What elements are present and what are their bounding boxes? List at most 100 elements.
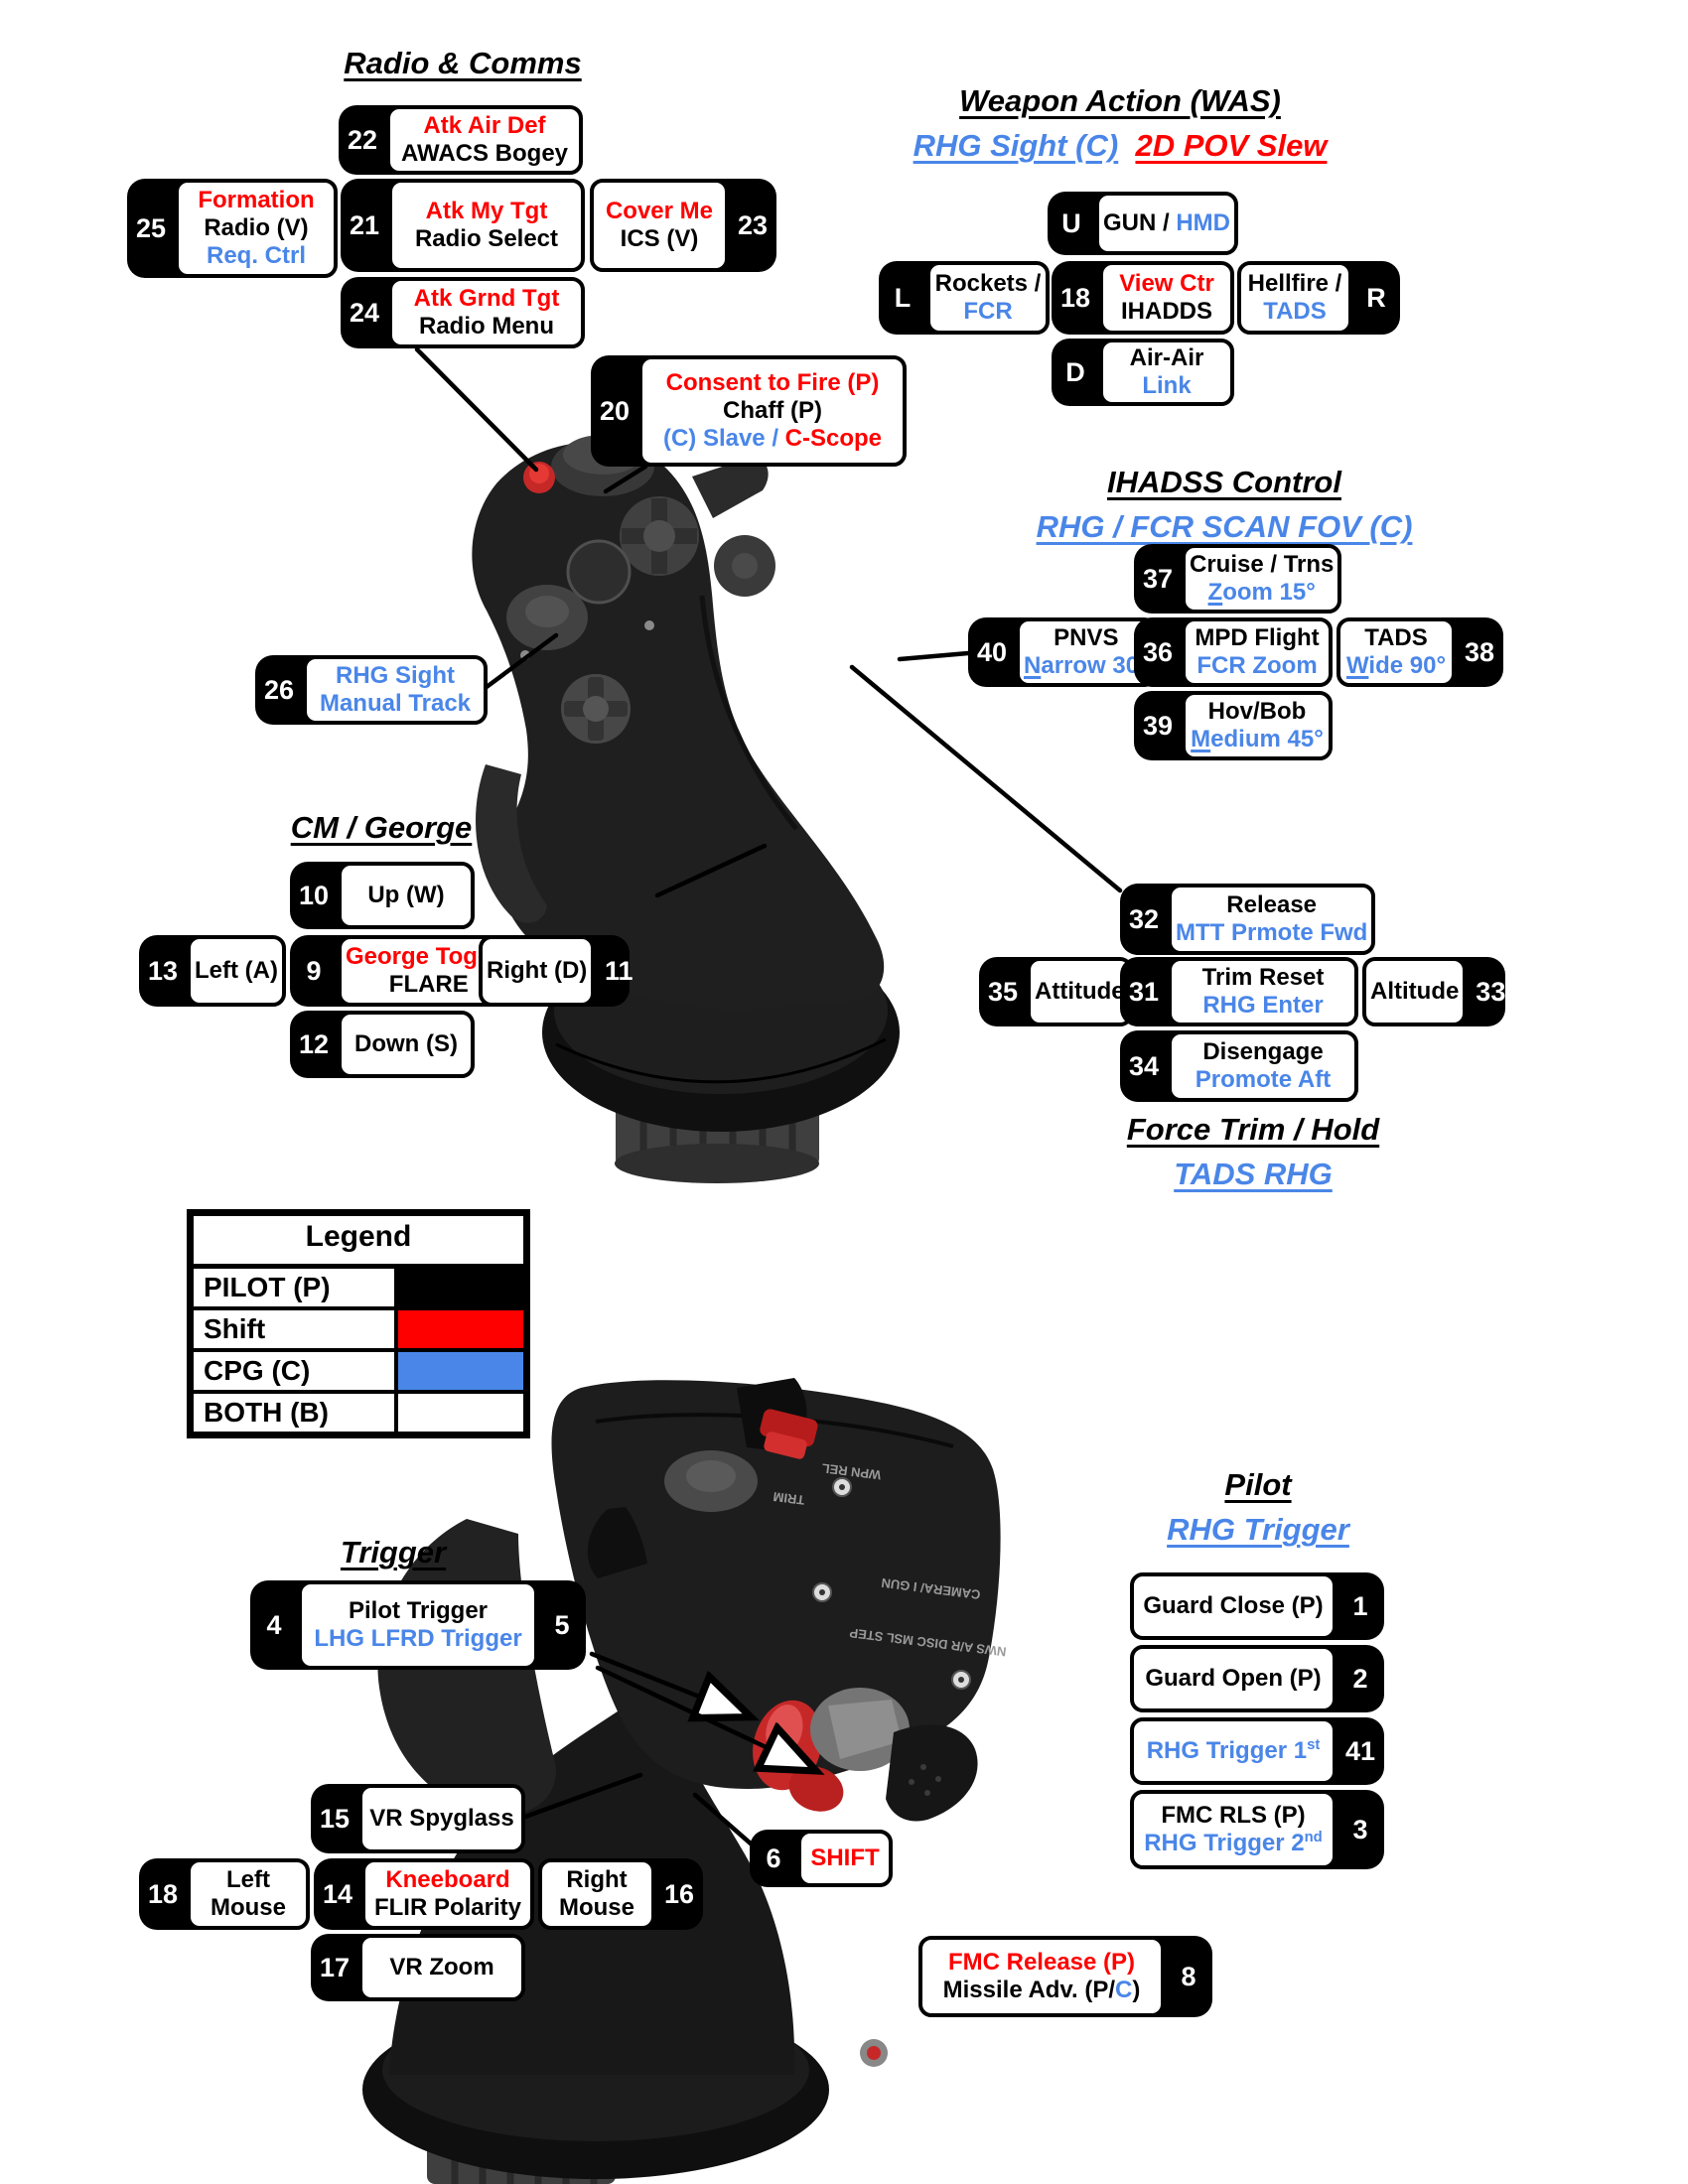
label-panel-3: FMC RLS (P)RHG Trigger 2nd: [1130, 1790, 1336, 1869]
text-segment: Up (W): [367, 882, 445, 909]
pointer-line-shift: [692, 1792, 755, 1847]
key-number-tag-32-left: 32: [1128, 903, 1160, 934]
label-line: ICS (V): [621, 225, 699, 253]
label-line: Up (W): [367, 882, 444, 909]
key-number-tag-13-left: 13: [147, 955, 179, 986]
label-line: View Ctr: [1119, 270, 1214, 298]
callout-lines: [414, 346, 1123, 1847]
text-segment: VR Zoom: [389, 1954, 494, 1981]
key-number-tag-1-right: 1: [1352, 1590, 1368, 1621]
text-segment: RHG Trigger: [1167, 1512, 1349, 1547]
label-line: VR Zoom: [389, 1954, 493, 1981]
callout-box-11: Right (D)11: [479, 935, 633, 1007]
text-segment: Formation: [198, 187, 315, 214]
heading-line: Radio & Comms: [344, 46, 581, 81]
label-line: Missile Adv. (P/C): [943, 1977, 1141, 2004]
label-line: AWACS Bogey: [401, 140, 568, 168]
text-segment: Missile Adv. (P/: [942, 1977, 1116, 2003]
label-line: Altitude: [1370, 978, 1459, 1006]
legend-swatch-pilot: [398, 1269, 523, 1306]
key-number-tag-22-left: 22: [347, 124, 378, 155]
marking-wpn-rel: WPN REL: [821, 1460, 882, 1482]
key-number-tag-8-right: 8: [1181, 1961, 1196, 1991]
text-segment: (C) Slave /: [662, 424, 785, 452]
legend-label-pilot: PILOT (P): [194, 1269, 398, 1306]
label-line: Medium 45°: [1191, 726, 1324, 753]
legend-label-both: BOTH (B): [194, 1394, 398, 1432]
key-number-tag-23-right: 23: [737, 209, 769, 240]
label-line: FCR Zoom: [1196, 652, 1317, 680]
text-segment: Link: [1142, 372, 1192, 399]
label-line: FMC RLS (P): [1161, 1802, 1305, 1830]
label-line: FMC Release (P): [948, 1949, 1135, 1977]
label-panel-35: Attitude: [1027, 957, 1133, 1026]
key-number-tag-R-right: R: [1366, 282, 1386, 313]
text-segment: Kneeboard: [385, 1866, 510, 1894]
key-number-tag-20-left: 20: [599, 395, 631, 426]
legend-row-shift: Shift: [194, 1310, 523, 1352]
key-number-tag-26-left: 26: [263, 674, 295, 705]
text-segment: W: [1345, 652, 1369, 679]
label-line: Atk My Tgt: [426, 198, 548, 225]
text-segment: Hov/Bob: [1207, 698, 1307, 726]
label-panel-2: Guard Open (P): [1130, 1645, 1336, 1712]
text-segment: Altitude: [1370, 978, 1460, 1006]
text-segment: Air-Air: [1129, 344, 1204, 372]
pointer-line-vr-spyglass: [522, 1772, 643, 1820]
text-segment: TADS RHG: [1174, 1157, 1333, 1191]
heading-line: CM / George: [291, 810, 473, 846]
text-segment: Atk Grnd Tgt: [413, 285, 560, 313]
label-line: Atk Air Def: [423, 112, 545, 140]
label-line: TADS: [1263, 298, 1327, 326]
label-line: Down (S): [354, 1030, 458, 1058]
callout-box-1: Guard Close (P)1: [1130, 1572, 1384, 1640]
section-heading-radio-comms: Radio & Comms: [344, 46, 581, 90]
label-line: RHG Sight: [336, 662, 455, 690]
label-line: MPD Flight: [1195, 624, 1319, 652]
label-panel-6: SHIFT: [797, 1830, 893, 1887]
label-line: Radio (V): [204, 214, 308, 242]
legend-swatch-cpg: [398, 1352, 523, 1390]
label-line: Attitude: [1035, 978, 1125, 1006]
label-line: (C) Slave / C-Scope: [663, 425, 882, 453]
text-segment: Right (D): [487, 957, 588, 985]
legend-label-shift: Shift: [194, 1310, 398, 1348]
text-segment: Radio & Comms: [344, 46, 582, 80]
label-line: IHADDS: [1121, 298, 1212, 326]
label-line: Manual Track: [320, 690, 471, 718]
label-line: Promote Aft: [1196, 1066, 1331, 1094]
key-number-tag-U-left: U: [1061, 207, 1081, 238]
label-line: Trim Reset: [1202, 964, 1325, 992]
label-line: TADS: [1364, 624, 1428, 652]
text-segment: ): [1132, 1977, 1141, 2003]
text-segment: Req. Ctrl: [206, 241, 306, 269]
key-number-tag-34-left: 34: [1128, 1050, 1160, 1081]
text-segment: [1118, 128, 1135, 163]
label-line: FLARE: [389, 971, 469, 999]
label-line: Right: [566, 1866, 627, 1894]
text-segment: C: [1115, 1977, 1133, 2003]
key-number-tag-D-left: D: [1065, 356, 1085, 387]
key-number-tag-14-left: 14: [322, 1878, 353, 1909]
key-number-tag-9-left: 9: [306, 955, 322, 986]
legend-row-cpg: CPG (C): [194, 1352, 523, 1394]
text-segment: FLIR Polarity: [373, 1894, 522, 1921]
